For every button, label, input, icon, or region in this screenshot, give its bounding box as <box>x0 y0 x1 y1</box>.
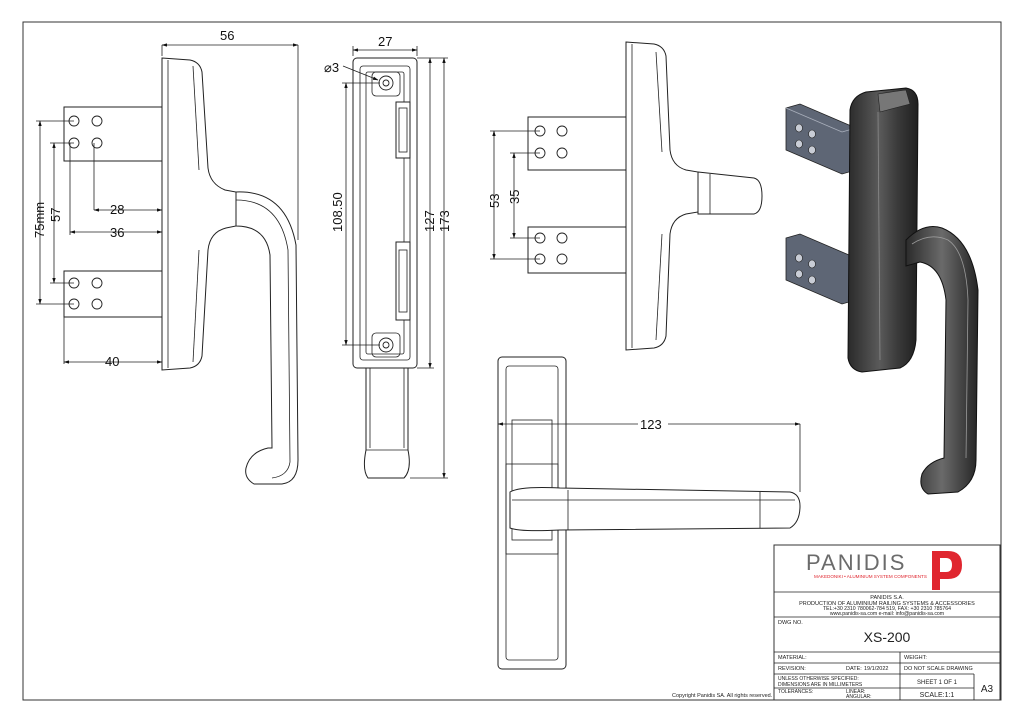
dim-27: 27 <box>378 34 392 49</box>
dim-56: 56 <box>220 28 234 43</box>
front-view-lever-horizontal: 123 <box>497 356 801 670</box>
title-block: PANIDIS MAKEDONIKI • ALUMINIUM SYSTEM CO… <box>773 544 1001 701</box>
brand-logo-text: PANIDIS <box>806 550 906 575</box>
dim-28: 28 <box>110 202 124 217</box>
dwg-no-label: DWG NO. <box>778 620 803 626</box>
dim-40: 40 <box>105 354 119 369</box>
mounting-plate-bottom <box>63 270 163 318</box>
dim-173: 173 <box>437 210 452 232</box>
render-plate-bottom <box>785 233 857 305</box>
dim-diameter-3: ⌀3 <box>324 60 339 75</box>
copyright-notice: Copyright Panidis SA. All rights reserve… <box>672 693 773 699</box>
sheet-number: SHEET 1 OF 1 <box>917 680 958 686</box>
handle-base-side <box>161 57 237 371</box>
lever-side <box>235 191 299 485</box>
front-lever <box>363 367 410 479</box>
dim-57: 57 <box>48 208 63 222</box>
render-3d <box>785 87 979 495</box>
front-view: 27 ⌀3 108.50 127 173 <box>324 34 452 479</box>
tolerances-label: TOLERANCES: <box>778 689 813 695</box>
company-line-1: PANIDIS S.A. <box>870 595 904 601</box>
unless-specified-2: DIMENSIONS ARE IN MILLIMETERS <box>778 682 863 688</box>
dim-35: 35 <box>507 190 522 204</box>
dim-36: 36 <box>110 225 124 240</box>
side-view-lever-forward: 53 35 <box>487 41 763 351</box>
dim-75mm: 75mm <box>32 202 47 238</box>
do-not-scale: DO NOT SCALE DRAWING <box>904 666 973 672</box>
lever-stub-side <box>697 171 763 215</box>
linear-label: LINEAR: <box>846 689 865 695</box>
weight-label: WEIGHT: <box>904 655 927 661</box>
brand-logo-mark <box>932 551 962 590</box>
render-base <box>847 87 919 373</box>
brand-tagline: MAKEDONIKI • ALUMINIUM SYSTEM COMPONENTS <box>814 574 927 579</box>
sheet-border <box>22 21 1002 701</box>
lever-horizontal <box>509 487 801 532</box>
dim-123: 123 <box>640 417 662 432</box>
material-label: MATERIAL: <box>778 655 807 661</box>
unless-specified-1: UNLESS OTHERWISE SPECIFIED: <box>778 676 859 682</box>
angular-label: ANGULAR: <box>846 694 872 700</box>
company-line-3: TEL:+30 2310 780062-784 519, FAX: +30 23… <box>823 606 951 612</box>
scale: SCALE:1:1 <box>920 692 955 699</box>
dim-127: 127 <box>422 210 437 232</box>
company-line-4: www.panidis-sa.com e-mail: info@panidis-… <box>830 611 944 617</box>
side-view: 56 28 36 40 75mm 57 <box>32 28 299 485</box>
render-lever <box>905 226 979 495</box>
mounting-plate-top <box>63 106 163 162</box>
handle-base-side-2 <box>625 41 699 351</box>
date-value: 19/1/2022 <box>864 666 888 672</box>
dwg-no: XS-200 <box>864 629 911 645</box>
company-line-2: PRODUCTION OF ALUMINIUM RAILING SYSTEMS … <box>799 601 975 607</box>
paper-size: A3 <box>981 684 994 695</box>
dim-53: 53 <box>487 194 502 208</box>
dim-108-50: 108.50 <box>330 192 345 232</box>
render-plate-top <box>785 103 857 175</box>
date-label: DATE: <box>846 666 862 672</box>
revision-label: REVISION: <box>778 666 806 672</box>
